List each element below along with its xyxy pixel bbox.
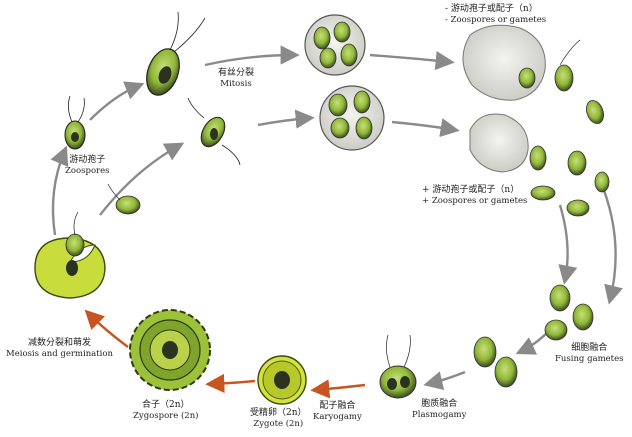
label-zoospores-zh: 游动孢子: [69, 155, 106, 165]
flagellate-cell-icon: [107, 183, 141, 215]
label-release-mid: + 游动孢子或配子（n） + Zoospores or gametes: [422, 185, 527, 207]
arrow-germ-to-cell: [99, 142, 185, 216]
label-plasmogamy: 胞质融合 Plasmogamy: [412, 399, 466, 421]
label-karyogamy-en: Karyogamy: [313, 412, 362, 422]
flagellate-cell-icon: [64, 95, 86, 150]
label-mitosis-en: Mitosis: [220, 79, 252, 89]
label-zygospore-zh: 合子（2n）: [141, 400, 190, 410]
fusing-gametes-icon: [473, 336, 518, 388]
label-karyogamy-zh: 配子融合: [319, 401, 356, 411]
label-meiosis: 减数分裂和萌发 Meiosis and germination: [6, 338, 113, 360]
plasmogamy-icon: [379, 334, 417, 399]
sporangium-icon: [304, 14, 366, 76]
label-zygote-en: Zygote (2n): [253, 419, 304, 429]
label-zoospores-en: Zoospores: [65, 166, 110, 176]
label-zoospores: 游动孢子 Zoospores: [65, 155, 110, 177]
label-plasmogamy-en: Plasmogamy: [412, 410, 467, 420]
zygote-icon: [257, 355, 307, 405]
arrow-cell-to-sporangium-lower: [257, 109, 315, 129]
label-zygote-zh: 受精卵（2n）: [250, 408, 307, 418]
burst-cell-icon: [469, 113, 610, 217]
gamete-pair-icon: [544, 284, 594, 341]
label-plasmogamy-zh: 胞质融合: [421, 399, 458, 409]
arrow-sporangium-lower-to-burst: [391, 118, 460, 138]
flagellate-cell-icon: [146, 11, 206, 96]
arrow-to-zygote: [310, 379, 366, 399]
label-meiosis-en: Meiosis and germination: [6, 349, 113, 359]
label-meiosis-zh: 减数分裂和萌发: [27, 338, 91, 348]
flagellate-cell-icon: [187, 97, 241, 166]
label-release-mid-zh: + 游动孢子或配子（n）: [422, 185, 520, 195]
label-release-mid-en: + Zoospores or gametes: [422, 196, 528, 206]
arrow-zoospore-to-adult: [89, 81, 145, 121]
label-release-top-en: - Zoospores or gametes: [445, 15, 547, 25]
arrow-adult-to-sporangium-upper: [204, 45, 300, 67]
sporangium-icon: [319, 85, 385, 151]
cycle-arrows: [50, 45, 623, 399]
arrow-left-return: [50, 145, 69, 236]
burst-cell-icon: [462, 24, 604, 125]
arrow-to-pairing: [558, 204, 578, 285]
label-zygote: 受精卵（2n） Zygote (2n): [250, 408, 307, 430]
label-fusing-zh: 细胞融合: [571, 343, 608, 353]
germinating-zygospore-icon: [34, 211, 106, 299]
arrow-to-plasmogamy: [423, 370, 466, 391]
arrow-to-zygospore: [205, 373, 256, 394]
label-release-top-zh: - 游动孢子或配子（n）: [445, 4, 538, 14]
label-karyogamy: 配子融合 Karyogamy: [313, 401, 362, 423]
label-fusing-en: Fusing gametes: [555, 354, 624, 364]
zygospore-icon: [129, 309, 211, 391]
arrow-to-germination: [84, 309, 129, 348]
arrow-right-side: [598, 179, 623, 305]
label-fusing-gametes: 细胞融合 Fusing gametes: [555, 343, 623, 365]
label-mitosis-zh: 有丝分裂: [218, 68, 255, 78]
label-zygospore-en: Zygospore (2n): [133, 411, 199, 421]
label-release-top: - 游动孢子或配子（n） - Zoospores or gametes: [445, 4, 546, 26]
arrow-sporangium-upper-to-burst: [369, 51, 455, 71]
label-zygospore: 合子（2n） Zygospore (2n): [133, 400, 199, 422]
label-mitosis: 有丝分裂 Mitosis: [218, 68, 254, 90]
